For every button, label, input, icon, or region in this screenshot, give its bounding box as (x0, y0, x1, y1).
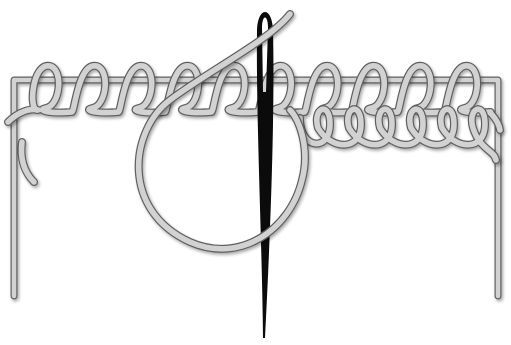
needle-body (257, 12, 274, 338)
thread-left-end (22, 142, 35, 182)
thread-working-loop-outline (139, 14, 305, 249)
sewing-needle-icon (257, 12, 274, 338)
thread-strand-front (139, 14, 305, 249)
thread-working-loop (139, 14, 305, 249)
thread-second-row (300, 109, 496, 160)
